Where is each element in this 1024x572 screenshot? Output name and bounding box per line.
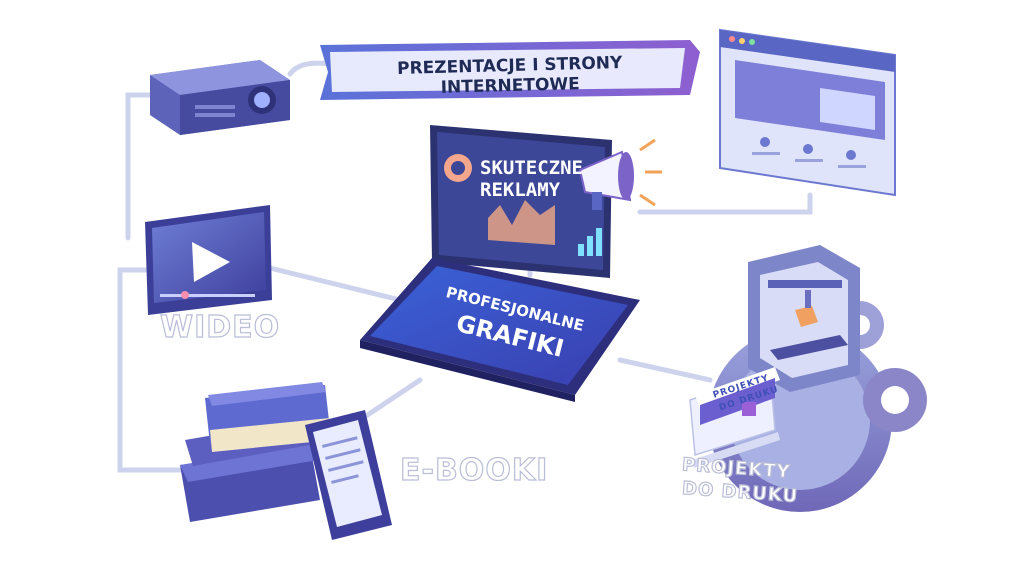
banner-ribbon [320, 40, 700, 100]
megaphone-icon [578, 138, 662, 210]
ads-dashboard [430, 125, 612, 278]
print-magazine-icon [689, 367, 780, 468]
label-ebooks: E-BOOKI [399, 452, 549, 488]
browser-window-icon [719, 28, 896, 197]
3d-printer-icon [748, 245, 860, 392]
projector-icon [150, 60, 290, 135]
ads-title-line1: SKUTECZNE [480, 157, 583, 179]
video-player-icon [145, 205, 272, 315]
label-video: WIDEO [159, 309, 281, 345]
play-icon [192, 242, 230, 282]
ereader-icon [305, 410, 392, 540]
books-icon [180, 382, 332, 522]
tablet-device [360, 258, 640, 402]
ads-title-line2: REKLAMY [480, 179, 561, 201]
